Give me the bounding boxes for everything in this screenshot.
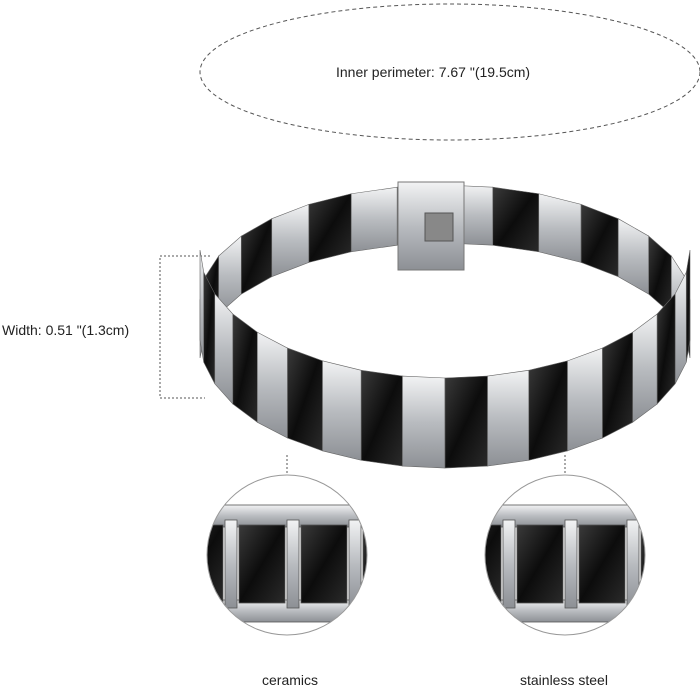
ceramics-detail <box>207 475 423 635</box>
width-bracket <box>159 255 210 399</box>
steel-bar <box>502 519 516 609</box>
ceramic-link <box>360 369 403 467</box>
steel-link <box>214 292 234 405</box>
perimeter-ellipse <box>199 3 700 141</box>
ceramic-link <box>580 203 619 278</box>
steel-bar <box>626 519 640 609</box>
ceramic-link <box>308 193 352 263</box>
steel-link <box>632 313 658 423</box>
stainless-steel-detail <box>485 475 700 635</box>
ceramic-link <box>685 249 691 363</box>
steel-link <box>487 369 530 467</box>
width-label: Width: 0.51 "(1.3cm) <box>2 322 130 338</box>
ceramic-link <box>656 292 676 405</box>
ceramic-link <box>232 313 258 423</box>
ceramic-tile <box>238 524 286 604</box>
inner-perimeter-label: Inner perimeter: 7.67 "(19.5cm) <box>336 64 531 80</box>
steel-bar <box>411 520 423 608</box>
steel-bar <box>689 520 700 608</box>
steel-link <box>617 218 650 295</box>
steel-link <box>350 186 398 253</box>
ceramics-label: ceramics <box>262 672 319 688</box>
bracelet-front-band <box>199 249 691 469</box>
ceramic-link <box>240 218 273 295</box>
ceramic-tile <box>300 524 348 604</box>
stainless-steel-label: stainless steel <box>520 672 608 688</box>
ceramic-link <box>602 331 633 439</box>
ceramic-link <box>444 375 488 469</box>
ceramic-tile <box>578 524 626 604</box>
steel-link <box>567 347 603 452</box>
steel-link <box>402 375 446 469</box>
bracelet-clasp <box>397 181 465 271</box>
steel-link <box>257 331 288 439</box>
ceramic-tile <box>362 524 367 604</box>
ceramic-link <box>492 186 540 253</box>
steel-bar <box>564 519 578 609</box>
ceramic-tile <box>516 524 564 604</box>
steel-bar <box>348 519 362 609</box>
ceramic-tile <box>640 524 645 604</box>
steel-bar <box>286 519 300 609</box>
steel-bar <box>224 519 238 609</box>
steel-link <box>538 193 582 263</box>
steel-link <box>271 203 310 278</box>
steel-link <box>322 360 362 461</box>
ceramic-link <box>287 347 323 452</box>
ceramic-link <box>528 360 568 461</box>
